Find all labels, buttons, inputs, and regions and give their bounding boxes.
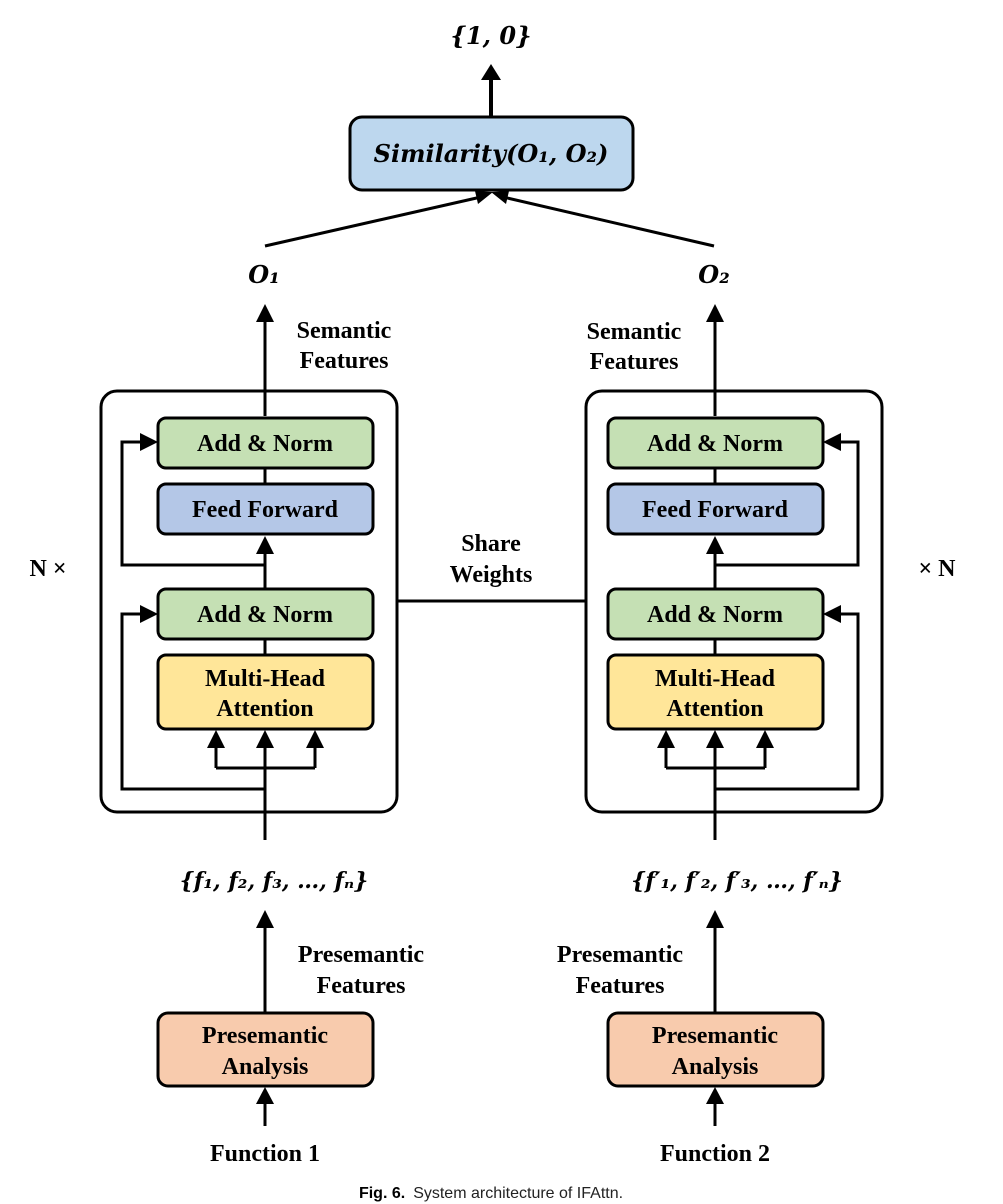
figure-caption: Fig. 6. System architecture of IFAttn.: [359, 1185, 623, 1202]
left-add-norm-top-label: Add & Norm: [197, 431, 333, 457]
left-semantic-label-2: Features: [300, 348, 389, 374]
left-addnorm-to-ff-arrowhead: [256, 536, 274, 554]
similarity-label: Similarity(O₁, O₂): [374, 139, 609, 168]
right-function-arrowhead: [706, 1087, 724, 1104]
output-label: {1, 0}: [451, 21, 532, 50]
left-semantic-arrowhead: [256, 304, 274, 322]
left-input-k-arrowhead: [256, 730, 274, 748]
share-weights-label-2: Weights: [450, 562, 533, 588]
o1-to-similarity-line: [264, 195, 482, 248]
right-semantic-arrowhead: [706, 304, 724, 322]
o2-arrowhead: [491, 191, 509, 204]
similarity-box: [348, 115, 635, 192]
right-analysis-label-1: Presemantic: [652, 1023, 779, 1049]
right-input-v-arrowhead: [756, 730, 774, 748]
right-residual-ff-arrowhead: [823, 433, 841, 451]
right-input-q-arrowhead: [657, 730, 675, 748]
right-presemantic-label-2: Features: [576, 973, 665, 999]
left-input-q-arrowhead: [207, 730, 225, 748]
right-add-norm-top-label: Add & Norm: [647, 431, 783, 457]
share-weights-label-1: Share: [461, 531, 521, 557]
left-repeat-label: N ×: [29, 556, 66, 582]
left-input-v-arrowhead: [306, 730, 324, 748]
right-presemantic-label-1: Presemantic: [557, 942, 684, 968]
left-features-set: {f₁, f₂, f₃, …, fₙ}: [180, 868, 368, 894]
left-attention-label-2: Attention: [216, 696, 313, 722]
right-repeat-label: × N: [918, 556, 956, 582]
right-features-set: {f′₁, f′₂, f′₃, …, f′ₙ}: [631, 868, 843, 894]
left-analysis-label-2: Analysis: [222, 1054, 309, 1080]
right-attention-label-2: Attention: [666, 696, 763, 722]
left-residual-ff: [120, 440, 265, 567]
left-presemantic-arrowhead: [256, 910, 274, 928]
left-add-norm-bottom-label: Add & Norm: [197, 602, 333, 628]
right-feed-forward-label: Feed Forward: [642, 497, 789, 523]
caption-prefix: Fig. 6.: [359, 1185, 405, 1202]
right-function-label: Function 2: [660, 1141, 770, 1167]
left-feed-forward-label: Feed Forward: [192, 497, 339, 523]
output-arrowhead: [481, 64, 501, 80]
left-semantic-label-1: Semantic: [297, 318, 392, 344]
right-analysis-label-2: Analysis: [672, 1054, 759, 1080]
right-residual-att: [715, 612, 860, 791]
caption-text: System architecture of IFAttn.: [413, 1185, 623, 1202]
left-residual-ff-arrowhead: [140, 433, 158, 451]
o2-label: O₂: [698, 260, 729, 289]
left-analysis-label-1: Presemantic: [202, 1023, 329, 1049]
right-residual-ff: [715, 440, 860, 567]
right-residual-att-arrowhead: [823, 605, 841, 623]
left-function-label: Function 1: [210, 1141, 320, 1167]
right-encoder-container: [584, 389, 884, 814]
left-residual-att: [120, 612, 265, 791]
right-input-k-arrowhead: [706, 730, 724, 748]
right-semantic-label-2: Features: [590, 349, 679, 375]
left-residual-att-arrowhead: [140, 605, 158, 623]
left-attention-label-1: Multi-Head: [205, 666, 326, 692]
o1-arrowhead: [475, 191, 493, 204]
o2-to-similarity-line: [502, 195, 715, 248]
left-function-arrowhead: [256, 1087, 274, 1104]
right-semantic-label-1: Semantic: [587, 319, 682, 345]
right-addnorm-to-ff-arrowhead: [706, 536, 724, 554]
left-presemantic-analysis: [156, 1011, 375, 1088]
right-presemantic-analysis: [606, 1011, 825, 1088]
left-presemantic-label-2: Features: [317, 973, 406, 999]
right-add-norm-bottom-label: Add & Norm: [647, 602, 783, 628]
left-presemantic-label-1: Presemantic: [298, 942, 425, 968]
o1-label: O₁: [248, 260, 279, 289]
right-presemantic-arrowhead: [706, 910, 724, 928]
right-attention-label-1: Multi-Head: [655, 666, 776, 692]
